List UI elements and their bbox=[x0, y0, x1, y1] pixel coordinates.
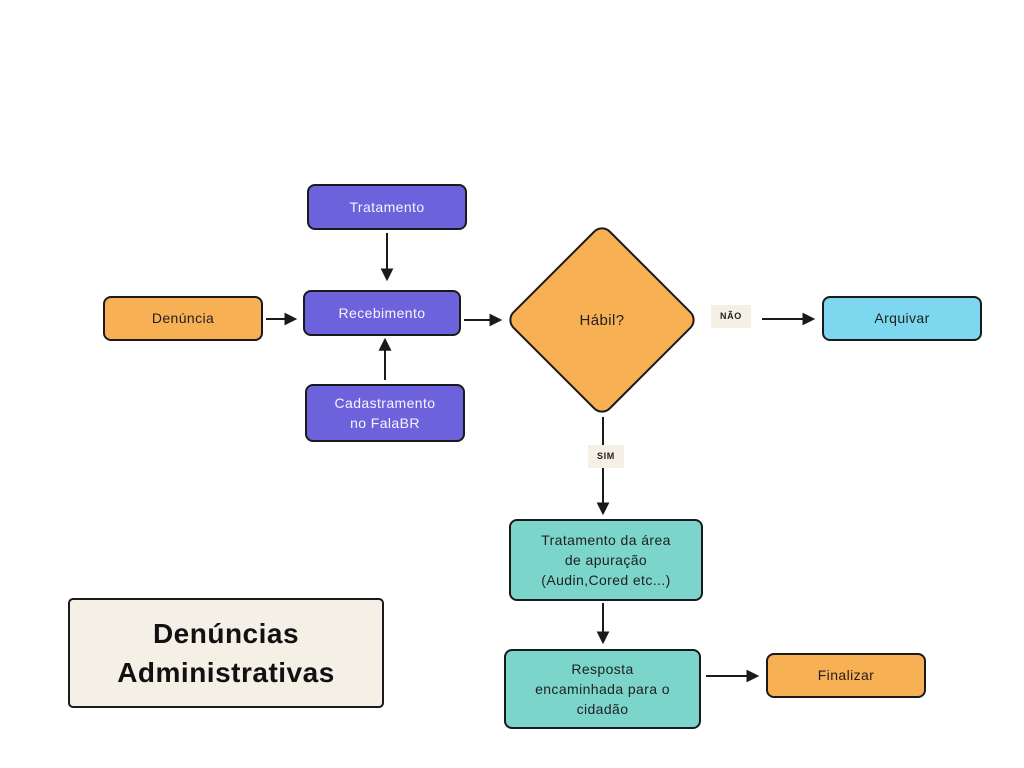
flow-node-arquivar-label: Arquivar bbox=[874, 310, 930, 327]
edge-label-sim: SIM bbox=[588, 445, 624, 468]
flow-node-resposta-cidadao: Resposta encaminhada para o cidadão bbox=[504, 649, 701, 729]
flow-node-finalizar: Finalizar bbox=[766, 653, 926, 698]
diagram-title-box: Denúncias Administrativas bbox=[68, 598, 384, 708]
flow-node-tratamento: Tratamento bbox=[307, 184, 467, 230]
diagram-title: Denúncias Administrativas bbox=[117, 617, 335, 688]
flow-node-resposta-cidadao-label: Resposta encaminhada para o cidadão bbox=[535, 660, 670, 718]
edge-label-sim-text: SIM bbox=[597, 451, 615, 461]
flow-node-tratamento-area-apuracao-label: Tratamento da área de apuração (Audin,Co… bbox=[541, 531, 671, 589]
flow-node-cadastramento-falabr-label: Cadastramento no FalaBR bbox=[334, 394, 436, 431]
flow-node-denuncia-label: Denúncia bbox=[151, 310, 215, 327]
flow-node-tratamento-label: Tratamento bbox=[349, 198, 425, 215]
flow-node-arquivar: Arquivar bbox=[822, 296, 982, 341]
flow-node-recebimento: Recebimento bbox=[303, 290, 461, 336]
flow-node-finalizar-label: Finalizar bbox=[817, 667, 875, 684]
edge-label-nao: NÃO bbox=[711, 305, 751, 328]
flow-decision-habil-label: Hábil? bbox=[579, 311, 625, 329]
flow-node-recebimento-label: Recebimento bbox=[338, 304, 426, 321]
flow-node-denuncia: Denúncia bbox=[103, 296, 263, 341]
flow-node-cadastramento-falabr: Cadastramento no FalaBR bbox=[305, 384, 465, 442]
flow-node-tratamento-area-apuracao: Tratamento da área de apuração (Audin,Co… bbox=[509, 519, 703, 601]
edge-label-nao-text: NÃO bbox=[720, 311, 742, 321]
